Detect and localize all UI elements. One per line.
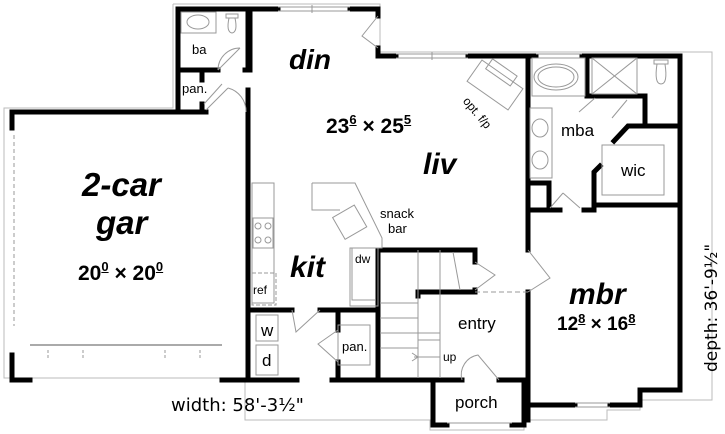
room-label-master-bedroom: mbr bbox=[569, 278, 626, 311]
dishwasher-label: dw bbox=[355, 252, 371, 266]
room-label-kitchen: kit bbox=[290, 251, 326, 284]
room-label-pantry-lower: pan. bbox=[342, 339, 368, 354]
walls bbox=[9, 6, 683, 428]
overall-depth-label: depth: 36'-9½" bbox=[702, 243, 722, 372]
dryer-label: d bbox=[262, 351, 272, 370]
washer-label: w bbox=[261, 321, 274, 340]
room-dimensions-master-bedroom: 128 × 168 bbox=[557, 311, 636, 335]
room-label-garage-line1: 2-car bbox=[82, 166, 161, 203]
room-label-garage-line2: gar bbox=[96, 204, 148, 241]
overall-width-label: width: 58'-3½" bbox=[171, 395, 304, 416]
room-dimensions-living: 236 × 255 bbox=[326, 112, 412, 138]
snack-bar-label-line1: snack bbox=[380, 206, 414, 221]
room-label-dining: din bbox=[289, 44, 331, 75]
snack-bar-label-line2: bar bbox=[388, 221, 407, 236]
room-dimensions-garage: 200 × 200 bbox=[78, 259, 164, 285]
room-label-master-bath: mba bbox=[561, 121, 595, 140]
room-label-entry: entry bbox=[458, 314, 496, 333]
room-label-living: liv bbox=[423, 148, 457, 181]
room-label-bath: ba bbox=[192, 42, 207, 57]
refrigerator-label: ref bbox=[253, 283, 268, 297]
room-label-walk-in-closet: wic bbox=[621, 161, 646, 180]
room-label-porch: porch bbox=[455, 393, 498, 412]
room-label-pantry-upper: pan. bbox=[182, 81, 208, 96]
stairs-up-label: up bbox=[443, 350, 457, 364]
fixtures-doors bbox=[13, 5, 669, 424]
